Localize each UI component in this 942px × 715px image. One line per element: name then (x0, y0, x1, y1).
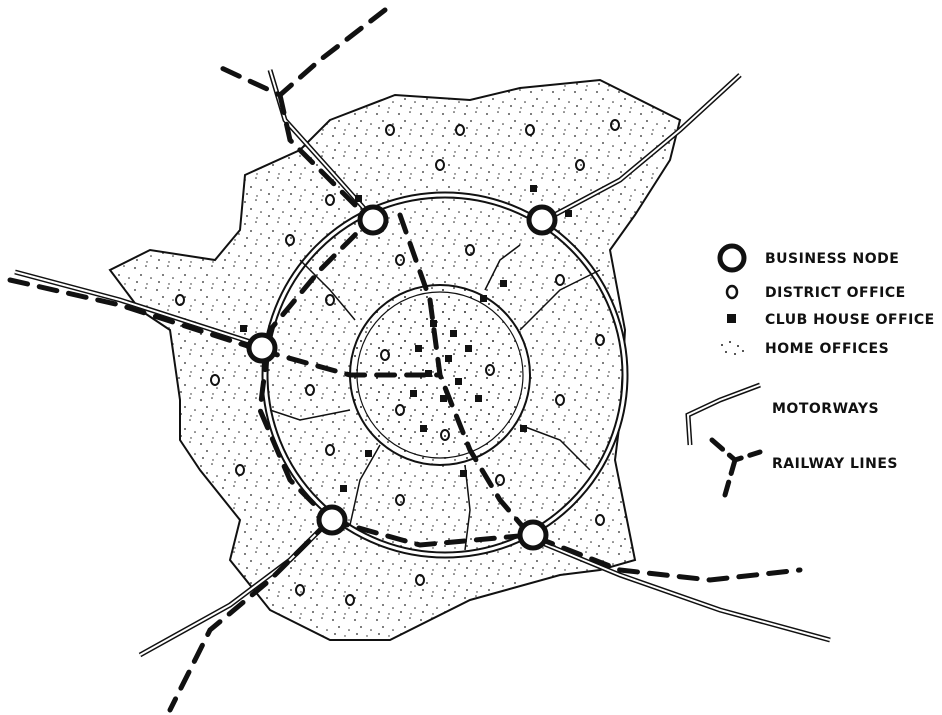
home-offices-icon (721, 341, 744, 355)
legend-home-offices: HOME OFFICES (721, 341, 889, 357)
legend-home-offices-label: HOME OFFICES (765, 341, 889, 357)
business-node-southeast (520, 522, 546, 548)
legend: BUSINESS NODE DISTRICT OFFICE CLUB HOUSE… (688, 246, 935, 495)
legend-motorways: MOTORWAYS (688, 385, 879, 445)
legend-motorways-label: MOTORWAYS (772, 401, 879, 417)
legend-railway-lines-label: RAILWAY LINES (772, 456, 898, 472)
legend-clubhouse-office: CLUB HOUSE OFFICE (727, 312, 935, 328)
legend-business-node: BUSINESS NODE (720, 246, 899, 270)
railway-icon (712, 440, 760, 495)
clubhouse-office-icon (727, 314, 736, 323)
business-node-west (249, 335, 275, 361)
district-office-icon (727, 286, 737, 298)
motorway-icon (688, 385, 760, 445)
legend-district-office-label: DISTRICT OFFICE (765, 285, 906, 301)
business-node-northeast (529, 207, 555, 233)
business-node-icon (720, 246, 744, 270)
business-node-north (360, 207, 386, 233)
legend-clubhouse-office-label: CLUB HOUSE OFFICE (765, 312, 935, 328)
legend-district-office: DISTRICT OFFICE (727, 285, 906, 301)
legend-business-node-label: BUSINESS NODE (765, 251, 899, 267)
business-node-southwest (319, 507, 345, 533)
legend-railway-lines: RAILWAY LINES (712, 440, 898, 495)
